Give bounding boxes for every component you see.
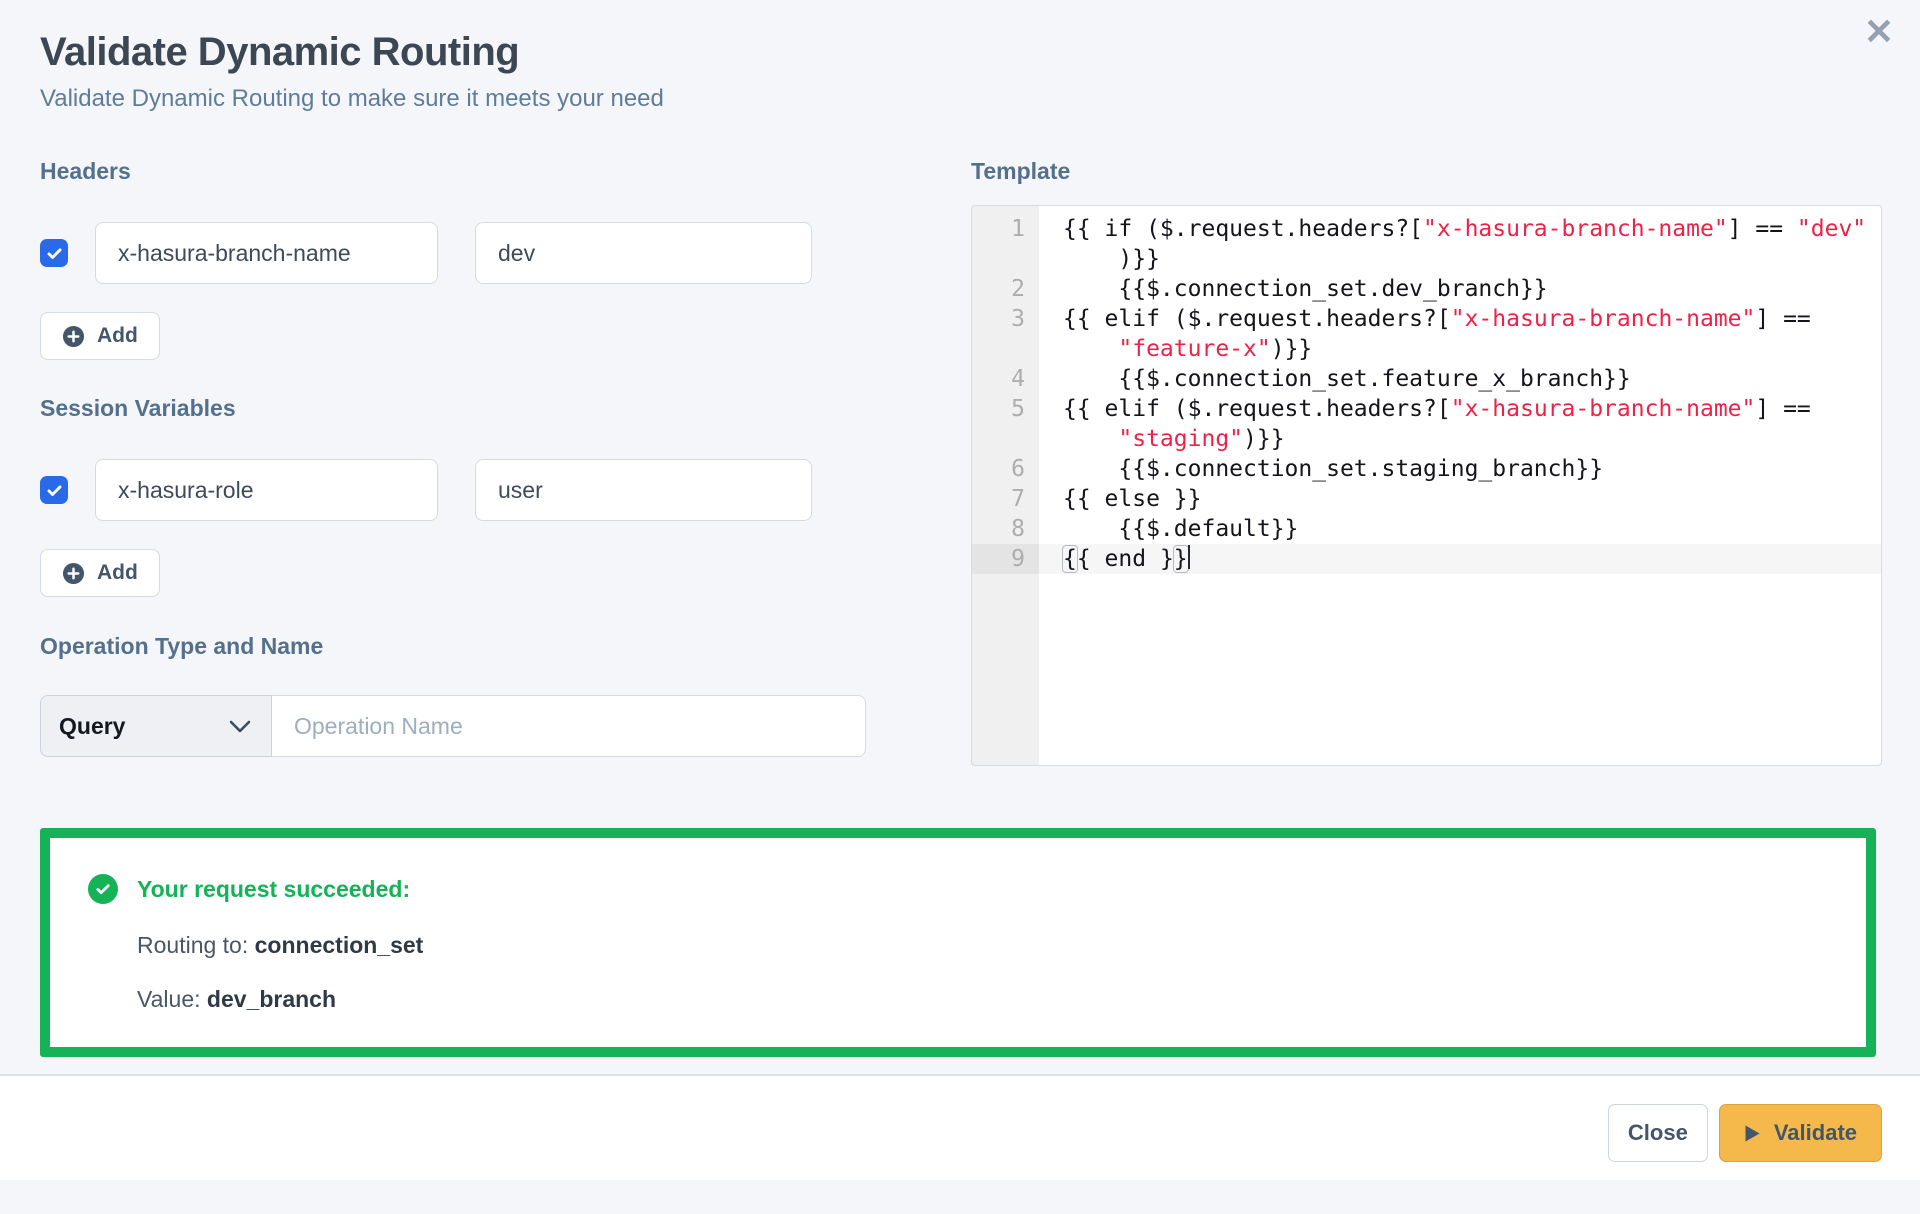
session_variables-key-input[interactable] bbox=[95, 459, 438, 521]
code-line: 6 {{$.connection_set.staging_branch}} bbox=[972, 454, 1881, 484]
headers-value-input[interactable] bbox=[475, 222, 812, 284]
code-line: 5 {{ elif ($.request.headers?["x-hasura-b… bbox=[972, 394, 1881, 454]
add-header-label: Add bbox=[97, 324, 138, 347]
operation-input-group: Query bbox=[40, 695, 866, 757]
session-variables-label: Session Variables bbox=[40, 395, 236, 421]
code-line-content: {{ elif ($.request.headers?["x-hasura-br… bbox=[1063, 306, 1811, 362]
code-line-content: {{$.connection_set.feature_x_branch}} bbox=[1063, 366, 1631, 392]
code-line: 8 {{$.default}} bbox=[972, 514, 1881, 544]
dialog-title: Validate Dynamic Routing bbox=[40, 30, 520, 74]
result-line: Routing to: connection_set bbox=[88, 932, 1836, 958]
operation-type-value: Query bbox=[59, 712, 126, 739]
chevron-down-icon bbox=[229, 720, 251, 732]
line-number: 4 bbox=[972, 364, 1039, 394]
line-number: 6 bbox=[972, 454, 1039, 484]
result-title: Your request succeeded: bbox=[137, 876, 411, 902]
line-number: 2 bbox=[972, 274, 1039, 304]
validate-dynamic-routing-dialog: ✕ Validate Dynamic Routing Validate Dyna… bbox=[0, 0, 1920, 1180]
session_variables-row bbox=[40, 459, 866, 521]
template-label: Template bbox=[971, 158, 1071, 184]
operation-label: Operation Type and Name bbox=[40, 633, 324, 659]
row-enabled-checkbox[interactable] bbox=[40, 239, 68, 267]
dialog-subtitle: Validate Dynamic Routing to make sure it… bbox=[40, 85, 664, 112]
text-cursor bbox=[1187, 545, 1190, 569]
result-line-value: dev_branch bbox=[206, 986, 337, 1012]
code-line: 2 {{$.connection_set.dev_branch}} bbox=[972, 274, 1881, 304]
plus-circle-icon bbox=[62, 562, 85, 584]
code-line-content: {{ elif ($.request.headers?["x-hasura-br… bbox=[1063, 396, 1811, 452]
code-line-content: {{ else }} bbox=[1063, 486, 1202, 512]
request-config-column: Headers Add Session Variables Add Operat… bbox=[40, 159, 866, 766]
result-line-label: Value: bbox=[137, 986, 207, 1012]
operation-type-select[interactable]: Query bbox=[40, 695, 272, 757]
headers-section: Headers Add bbox=[40, 159, 866, 360]
headers-label: Headers bbox=[40, 158, 131, 184]
close-button[interactable]: Close bbox=[1607, 1104, 1708, 1162]
code-line: 1 {{ if ($.request.headers?["x-hasura-bra… bbox=[972, 214, 1881, 274]
line-number: 5 bbox=[972, 394, 1039, 454]
result-title-row: Your request succeeded: bbox=[88, 874, 1836, 904]
checkmark-icon bbox=[47, 248, 61, 259]
operation-name-input[interactable] bbox=[272, 695, 866, 757]
template-code-editor[interactable]: 1 {{ if ($.request.headers?["x-hasura-bra… bbox=[971, 205, 1882, 766]
code-line-content: {{ end }} bbox=[1039, 544, 1881, 574]
validate-button[interactable]: Validate bbox=[1718, 1104, 1882, 1162]
line-number: 9 bbox=[972, 544, 1039, 574]
dialog-header: Validate Dynamic Routing Validate Dynami… bbox=[0, 0, 1920, 113]
code-line-content: {{ if ($.request.headers?["x-hasura-bran… bbox=[1063, 216, 1867, 272]
code-line-content: {{$.connection_set.dev_branch}} bbox=[1063, 276, 1548, 302]
close-icon[interactable]: ✕ bbox=[1863, 11, 1894, 52]
headers-row bbox=[40, 222, 866, 284]
add-session-variable-button[interactable]: Add bbox=[40, 549, 160, 597]
success-check-icon bbox=[88, 874, 118, 904]
add-header-button[interactable]: Add bbox=[40, 312, 160, 360]
operation-section: Operation Type and Name Query bbox=[40, 634, 866, 757]
result-line-label: Routing to: bbox=[137, 932, 255, 958]
row-enabled-checkbox[interactable] bbox=[40, 476, 68, 504]
template-column: Template 1 {{ if ($.request.headers?["x-h… bbox=[971, 159, 1882, 766]
session-variables-section: Session Variables Add bbox=[40, 396, 866, 597]
headers-key-input[interactable] bbox=[95, 222, 438, 284]
code-line: 9{{ end }} bbox=[972, 544, 1881, 574]
checkmark-icon bbox=[47, 485, 61, 496]
headers-rows bbox=[40, 222, 866, 284]
session_variables-value-input[interactable] bbox=[475, 459, 812, 521]
result-line-value: connection_set bbox=[254, 932, 424, 958]
line-number: 8 bbox=[972, 514, 1039, 544]
dialog-body: Headers Add Session Variables Add Operat… bbox=[0, 159, 1920, 766]
code-line: 4 {{$.connection_set.feature_x_branch}} bbox=[972, 364, 1881, 394]
plus-circle-icon bbox=[62, 325, 85, 347]
session-variables-rows bbox=[40, 459, 866, 521]
line-number: 1 bbox=[972, 214, 1039, 274]
result-line: Value: dev_branch bbox=[88, 986, 1836, 1012]
add-session-variable-label: Add bbox=[97, 561, 138, 584]
validation-result-box: Your request succeeded: Routing to: conn… bbox=[40, 828, 1876, 1057]
line-number: 3 bbox=[972, 304, 1039, 364]
code-line: 7 {{ else }} bbox=[972, 484, 1881, 514]
code-line-content: {{$.connection_set.staging_branch}} bbox=[1063, 456, 1604, 482]
code-line-content: {{$.default}} bbox=[1063, 516, 1299, 542]
validate-button-label: Validate bbox=[1773, 1120, 1857, 1145]
play-icon bbox=[1745, 1125, 1760, 1141]
dialog-footer: Close Validate bbox=[0, 1074, 1920, 1180]
code-line: 3 {{ elif ($.request.headers?["x-hasura-b… bbox=[972, 304, 1881, 364]
line-number: 7 bbox=[972, 484, 1039, 514]
